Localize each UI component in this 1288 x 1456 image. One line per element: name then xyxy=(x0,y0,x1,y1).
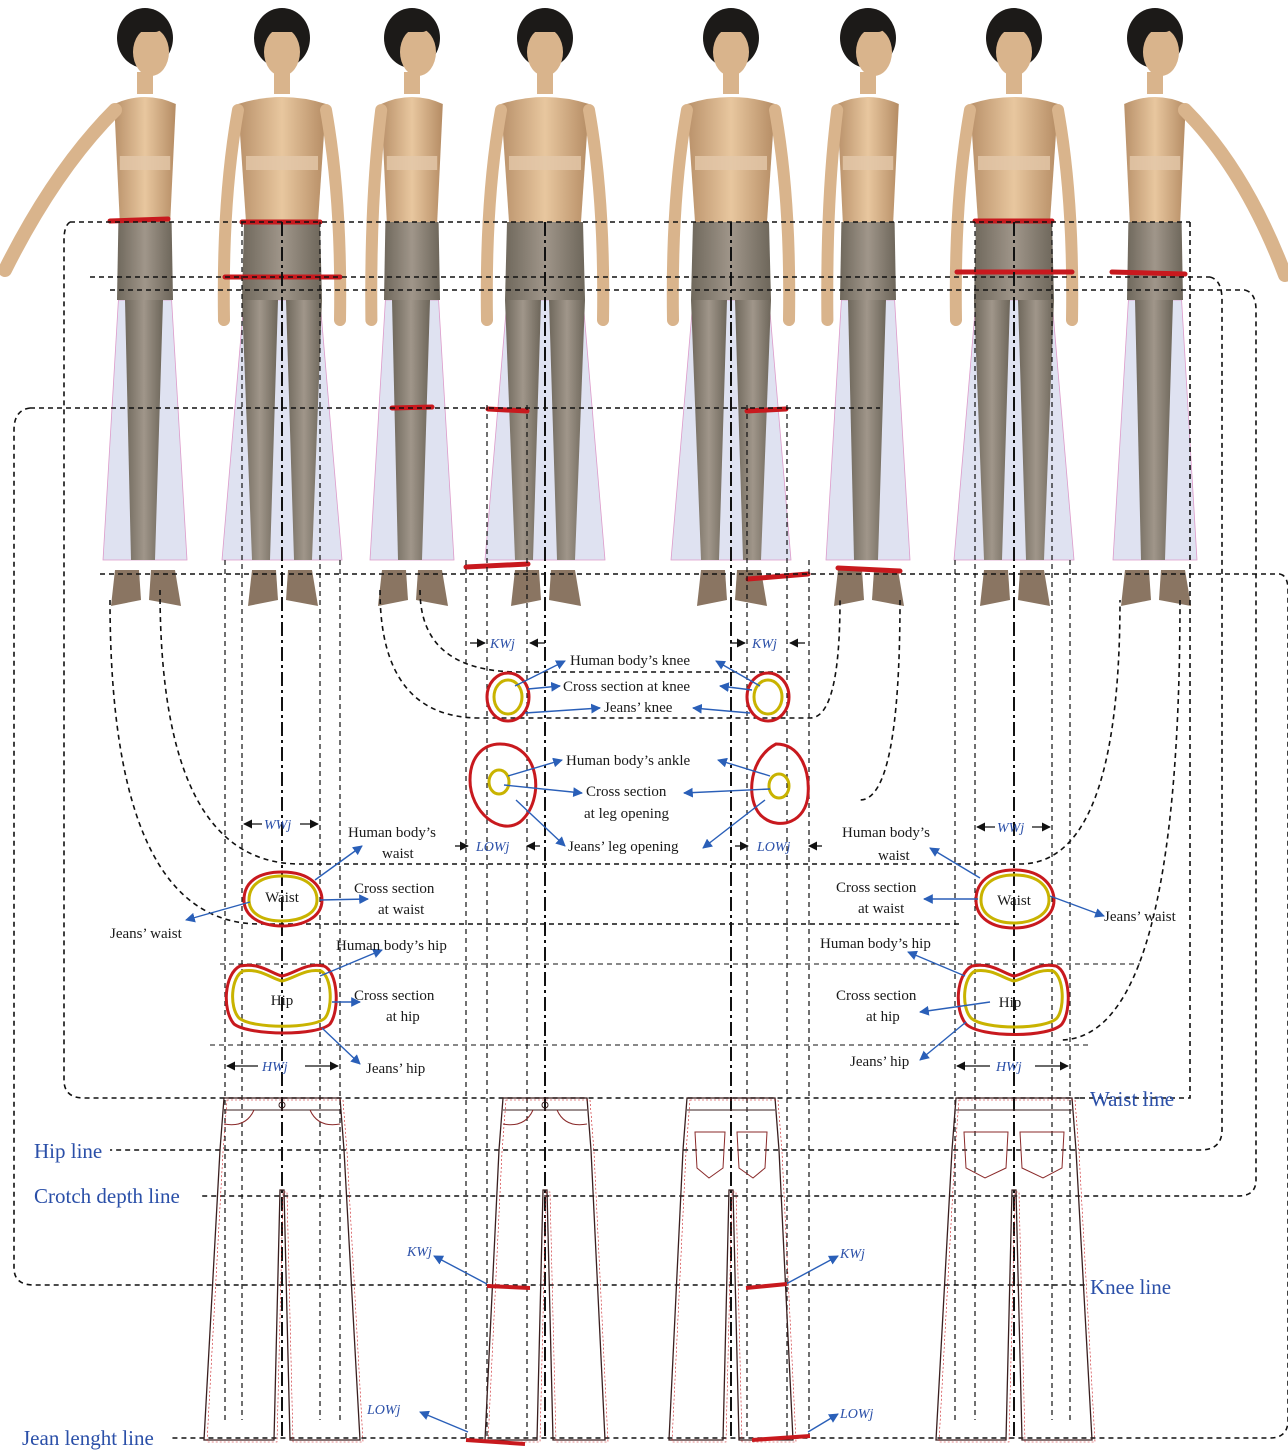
measure-band xyxy=(466,564,528,567)
waist-text-right: Waist xyxy=(997,893,1032,909)
waist-line-label: Waist line xyxy=(1090,1087,1174,1111)
length-connector xyxy=(170,574,1288,1438)
kw-label-left: KWj xyxy=(489,637,515,652)
cross-knee-label: Cross section at knee xyxy=(563,679,690,695)
jeans-waist-label-right: Jeans’ waist xyxy=(1104,909,1177,925)
hw-label-right: HWj xyxy=(995,1060,1022,1075)
low-label-right: LOWj xyxy=(756,840,791,855)
jean-length-line-label: Jean lenght line xyxy=(22,1426,154,1450)
cross-hip-label-r1: Cross section xyxy=(836,988,917,1004)
measure-band xyxy=(747,409,786,411)
human-knee-label: Human body’s knee xyxy=(570,653,690,669)
low-label-left: LOWj xyxy=(475,840,510,855)
jeans-hip-label-right: Jeans’ hip xyxy=(850,1054,909,1070)
curve-right-ankle xyxy=(860,600,900,800)
line-labels: Waist line Hip line Crotch depth line Kn… xyxy=(22,1087,1174,1450)
flat-knee-band-right xyxy=(746,1284,787,1288)
cross-leg-label-1: Cross section xyxy=(586,784,667,800)
human-waist-label-r1: Human body’s xyxy=(842,825,930,841)
kw-flat-label-left: KWj xyxy=(406,1245,432,1260)
back-pocket xyxy=(737,1132,767,1178)
cross-waist-label-l2: at waist xyxy=(378,902,425,918)
human-waist-label-l1: Human body’s xyxy=(348,825,436,841)
flat-stitch xyxy=(672,1100,796,1442)
jeans-waist-label-left: Jeans’ waist xyxy=(110,926,183,942)
jeans-hip-label-left: Jeans’ hip xyxy=(366,1061,425,1077)
avatar-6 xyxy=(826,8,910,606)
kw-label-right: KWj xyxy=(751,637,777,652)
cross-hip-label-r2: at hip xyxy=(866,1009,900,1025)
low-flat-label-left: LOWj xyxy=(366,1403,401,1418)
flat-stitch xyxy=(939,1100,1095,1442)
jeans-leg-label: Jeans’ leg opening xyxy=(568,839,679,855)
annotation-labels: KWj KWj Human body’s knee Cross section … xyxy=(110,637,1177,1422)
waist-text-left: Waist xyxy=(265,890,300,906)
hip-text-left: Hip xyxy=(271,993,294,1009)
flat-hem-band-right xyxy=(752,1436,810,1440)
crotch-line-label: Crotch depth line xyxy=(34,1184,180,1208)
human-hip-label-right: Human body’s hip xyxy=(820,936,931,952)
waist-curve xyxy=(160,590,1120,864)
jeans-knee-label: Jeans’ knee xyxy=(604,700,673,716)
cross-hip-label-l1: Cross section xyxy=(354,988,435,1004)
front-pocket xyxy=(503,1110,533,1125)
cross-waist-label-r1: Cross section xyxy=(836,880,917,896)
hip-text-right: Hip xyxy=(999,995,1022,1011)
leg-opening-section-right xyxy=(752,744,809,823)
hip-curve xyxy=(110,600,960,924)
measure-band xyxy=(838,568,900,571)
human-waist-label-r2: waist xyxy=(878,848,910,864)
avatar-3 xyxy=(370,8,454,606)
kw-flat-label-right: KWj xyxy=(839,1247,865,1262)
annotation-arrows xyxy=(186,661,1104,1432)
human-hip-label-left: Human body’s hip xyxy=(336,938,447,954)
ww-label-left: WWj xyxy=(264,818,291,833)
cross-hip-label-l2: at hip xyxy=(386,1009,420,1025)
back-pocket xyxy=(964,1132,1008,1178)
hip-line-label: Hip line xyxy=(34,1139,102,1163)
human-waist-label-l2: waist xyxy=(382,846,414,862)
low-flat-label-right: LOWj xyxy=(839,1407,874,1422)
front-pocket xyxy=(310,1110,340,1125)
knee-section-right xyxy=(747,673,789,721)
flat-knee-band-left xyxy=(487,1286,530,1288)
curve-right-hip xyxy=(1060,600,1180,1040)
human-ankle-label: Human body’s ankle xyxy=(566,753,690,769)
back-pocket xyxy=(1020,1132,1064,1178)
measure-band xyxy=(1112,272,1185,274)
reference-lines xyxy=(14,222,1288,1438)
avatar-8 xyxy=(1113,8,1285,606)
knee-line-label: Knee line xyxy=(1090,1275,1171,1299)
flat-stitch xyxy=(488,1100,608,1442)
cross-waist-label-l1: Cross section xyxy=(354,881,435,897)
cross-waist-label-r2: at waist xyxy=(858,901,905,917)
cross-leg-label-2: at leg opening xyxy=(584,806,669,822)
front-pocket xyxy=(557,1110,587,1125)
avatar-figures xyxy=(5,8,1285,606)
hw-label-left: HWj xyxy=(261,1060,288,1075)
avatar-1 xyxy=(5,8,187,606)
knee-section-left xyxy=(487,673,529,721)
measure-band xyxy=(110,219,168,221)
measure-band xyxy=(488,409,527,411)
back-pocket xyxy=(695,1132,725,1178)
front-pocket xyxy=(224,1110,254,1125)
leg-opening-section-left xyxy=(470,744,536,826)
ww-label-right: WWj xyxy=(997,821,1024,836)
